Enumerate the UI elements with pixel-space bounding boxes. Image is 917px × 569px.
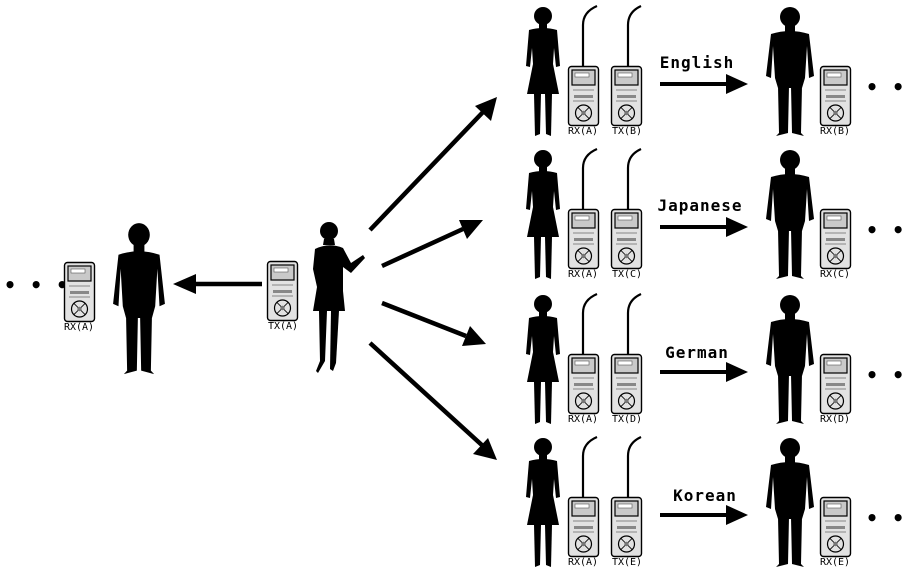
device-label: RX(E) — [820, 557, 850, 568]
microphone-icon — [581, 147, 642, 213]
arrow-icon — [173, 274, 262, 294]
arrow-icon — [660, 362, 748, 382]
man-figure-icon — [113, 223, 165, 375]
man-figure-icon — [766, 295, 814, 424]
transmitter-device-icon — [610, 65, 643, 127]
interpretation-row: RX(A) TX(C) Japanese RX(C) • • • — [526, 147, 917, 280]
device-label: TX(B) — [612, 126, 642, 137]
language-label: English — [660, 53, 734, 72]
arrow-icon — [660, 505, 748, 525]
device-label: TX(C) — [612, 269, 642, 280]
man-figure-icon — [766, 7, 814, 136]
microphone-icon — [581, 292, 642, 358]
man-figure-icon — [766, 438, 814, 567]
transmitter-device-icon — [610, 496, 643, 558]
arrow-icon — [381, 220, 483, 269]
receiver-device-icon — [567, 496, 600, 558]
woman-figure-icon — [526, 7, 560, 136]
microphone-icon — [581, 435, 642, 501]
ellipsis: • • • — [866, 506, 917, 530]
receiver-device-icon — [819, 353, 852, 415]
receiver-device-icon — [819, 65, 852, 127]
language-label: German — [665, 343, 729, 362]
transmitter-device-icon — [266, 260, 299, 322]
device-label: RX(B) — [820, 126, 850, 137]
arrow-icon — [660, 74, 748, 94]
interpretation-row: RX(A) TX(E) Korean RX(E) • • • — [526, 435, 917, 568]
device-label: RX(A) — [64, 322, 94, 333]
device-label: RX(A) — [568, 557, 598, 568]
interpretation-row: RX(A) TX(D) German RX(D) • • • — [526, 292, 917, 425]
device-label: TX(E) — [612, 557, 642, 568]
language-label: Korean — [673, 486, 737, 505]
device-label: TX(A) — [268, 321, 298, 332]
receiver-device-icon — [819, 208, 852, 270]
device-label: RX(A) — [568, 126, 598, 137]
receiver-device-icon — [567, 208, 600, 270]
receiver-device-icon — [63, 261, 96, 323]
interpretation-row: RX(A) TX(B) English RX(B) • • • — [526, 4, 917, 137]
arrow-icon — [368, 97, 497, 232]
receiver-device-icon — [819, 496, 852, 558]
microphone-icon — [581, 4, 642, 70]
speaker-figure-icon — [313, 222, 365, 373]
ellipsis: • • • — [866, 363, 917, 387]
arrow-icon — [660, 217, 748, 237]
man-figure-icon — [766, 150, 814, 279]
device-label: RX(D) — [820, 414, 850, 425]
ellipsis: • • • — [866, 75, 917, 99]
arrow-icon — [368, 341, 497, 460]
left-ellipsis: • • • — [4, 273, 69, 297]
woman-figure-icon — [526, 438, 560, 567]
language-label: Japanese — [657, 196, 742, 215]
receiver-device-icon — [567, 65, 600, 127]
device-label: RX(A) — [568, 269, 598, 280]
woman-figure-icon — [526, 295, 560, 424]
transmitter-device-icon — [610, 353, 643, 415]
transmitter-device-icon — [610, 208, 643, 270]
ellipsis: • • • — [866, 218, 917, 242]
receiver-device-icon — [567, 353, 600, 415]
device-label: RX(A) — [568, 414, 598, 425]
device-label: TX(D) — [612, 414, 642, 425]
device-label: RX(C) — [820, 269, 850, 280]
arrow-icon — [381, 300, 486, 346]
woman-figure-icon — [526, 150, 560, 279]
